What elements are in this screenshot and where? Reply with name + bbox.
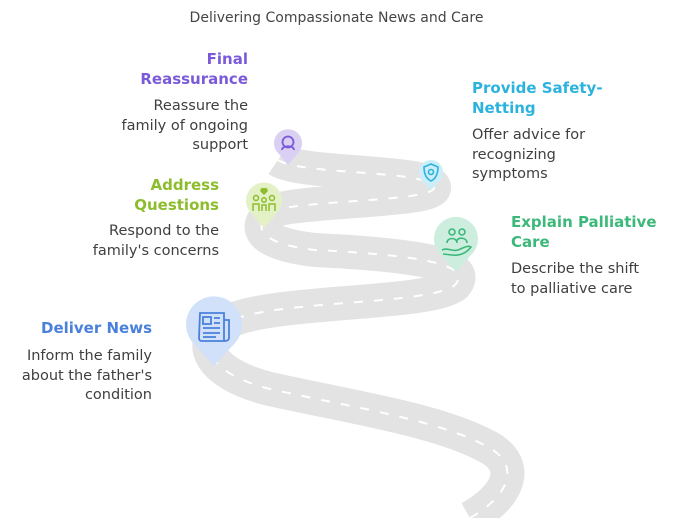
step-palliative-title: Explain Palliative Care bbox=[511, 213, 657, 251]
step-address-title: Address Questions bbox=[134, 176, 219, 214]
step-final-desc: Reassure the family of ongoing support bbox=[121, 98, 248, 153]
marker-final bbox=[274, 129, 303, 165]
reassurance-icon bbox=[281, 135, 295, 151]
shield-icon bbox=[423, 163, 439, 182]
step-deliver-title: Deliver News bbox=[41, 319, 152, 337]
step-safety-title: Provide Safety- Netting bbox=[472, 79, 603, 117]
diagram-title: Delivering Compassionate News and Care bbox=[189, 10, 484, 26]
step-deliver-desc: Inform the family about the father's con… bbox=[21, 348, 152, 403]
step-final-title: Final Reassurance bbox=[140, 50, 248, 88]
marker-palliative bbox=[434, 216, 479, 272]
care-hand-icon bbox=[441, 228, 473, 256]
newspaper-icon bbox=[198, 312, 230, 342]
family-icon bbox=[252, 187, 276, 211]
marker-safety bbox=[419, 160, 444, 190]
step-address-desc: Respond to the family's concerns bbox=[92, 223, 219, 259]
marker-deliver bbox=[186, 296, 242, 366]
step-palliative-desc: Describe the shift to palliative care bbox=[511, 261, 640, 297]
step-safety-desc: Offer advice for recognizing symptoms bbox=[472, 127, 586, 182]
marker-address bbox=[246, 182, 282, 228]
